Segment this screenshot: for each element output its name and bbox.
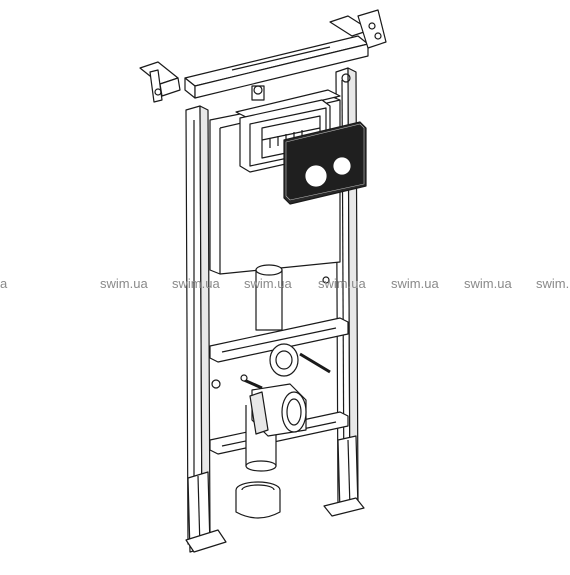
- watermark-text: swim.ua: [244, 276, 292, 291]
- bolts: [211, 276, 330, 389]
- outlet-bend: [249, 383, 307, 437]
- watermark-text: swim.ua: [100, 276, 148, 291]
- watermark-text: swim.ua: [391, 276, 439, 291]
- top-rail: [184, 35, 369, 99]
- right-wall-bracket: [329, 9, 387, 49]
- watermark-text: swim.ua: [172, 276, 220, 291]
- watermark-text: swim.ua: [464, 276, 512, 291]
- watermark-text: a: [0, 276, 8, 291]
- flush-plate: [283, 121, 367, 205]
- elbow-pipe: [243, 343, 331, 390]
- watermark-text: swim.ua: [536, 276, 570, 291]
- watermark-text: swim.ua: [318, 276, 366, 291]
- left-post: [185, 105, 227, 553]
- left-wall-bracket: [139, 61, 181, 103]
- coupling-ring: [235, 481, 281, 519]
